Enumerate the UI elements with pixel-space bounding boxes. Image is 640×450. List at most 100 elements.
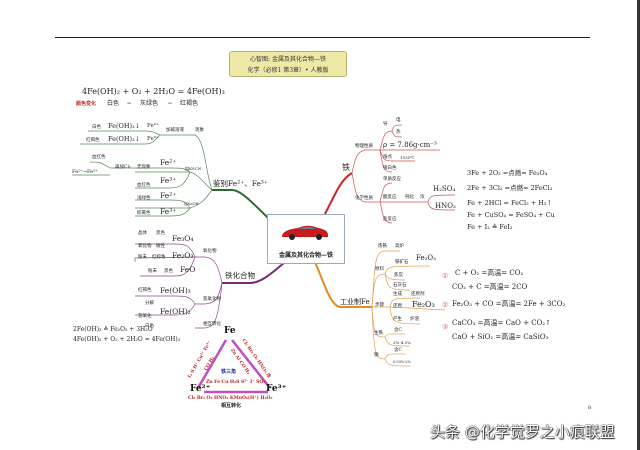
mindmap-text-iron-15: HNO₃ (435, 202, 456, 210)
mindmap-text-top_note-equation: 4Fe(OH)₂ + O₂ + 2H₂O = 4Fe(OH)₃ (82, 87, 225, 96)
mindmap-text-industry-27: CaCO₃ =高温= CaO + CO₂↑ (452, 319, 551, 327)
mindmap-text-industry-6: 焦炭 (394, 273, 403, 278)
mindmap-text-iron-9: 化学性质 (355, 196, 373, 201)
page-edge (637, 0, 640, 450)
mindmap-text-triangle-0: Fe (224, 326, 236, 336)
mindmap-text-compounds-19: 白色 (145, 324, 154, 329)
mindmap-text-industry-2: 高炉 (395, 244, 404, 249)
mindmap-text-compounds-16: 分解 (145, 301, 154, 306)
mindmap-text-industry-18: 钢 (374, 353, 379, 358)
central-topic-label: 金属及其化合物—铁 (278, 252, 333, 259)
mindmap-text-industry-14: 炉渣 (410, 317, 419, 322)
mindmap-text-iron-1: 物理性质 (355, 144, 373, 149)
mindmap-text-identify-4: Fe(OH)₃↓ (108, 135, 141, 143)
mindmap-text-iron-3: 电 (396, 118, 401, 123)
mindmap-text-iron-0: 铁 (342, 163, 350, 172)
mindmap-text-iron-10: 单质反应 (383, 177, 401, 182)
mindmap-text-industry-5: Fe₂O₃ (416, 254, 436, 262)
mindmap-text-compounds-0: 铁化合物 (225, 271, 255, 280)
mindmap-text-identify-12: Fe²⁺ (160, 158, 177, 167)
mindmap-text-identify-16: 浅绿色 (137, 196, 151, 201)
mindmap-text-compounds-10: 粉末 (148, 269, 157, 274)
mindmap-text-industry-10: 还原剂 (411, 292, 425, 297)
mindmap-text-identify-6: 加碱溶液 (166, 128, 184, 133)
mindmap-text-industry-0: 工业制Fe (340, 298, 370, 306)
mindmap-text-identify-0: 白色 (92, 125, 101, 130)
mindmap-text-iron-19: Fe + 2HCl = FeCl₂ + H₂↑ (467, 199, 552, 207)
mindmap-text-industry-7: 石灰石 (393, 283, 407, 288)
mindmap-text-compounds-21: 2Fe(OH)₃ ≜ Fe₂O₃ + 3H₂O (73, 326, 153, 333)
mindmap-text-triangle-3: 铁三角 (221, 369, 237, 375)
central-topic: 金属及其化合物—铁 (267, 214, 345, 264)
mindmap-text-identify-1: Fe(OH)₂↓ (108, 122, 141, 130)
mindmap-text-triangle-1: Fe²⁺ (190, 384, 211, 394)
mindmap-text-identify-13: 加KSCN (185, 166, 202, 171)
mindmap-text-compounds-14: 红褐色 (138, 288, 152, 293)
mindmap-text-identify-21: 鉴别Fe²⁺、Fe³⁺ (213, 179, 268, 188)
mindmap-text-compounds-7: 粉末 (138, 255, 147, 260)
mindmap-text-industry-24: ② (442, 301, 449, 309)
mindmap-text-compounds-15: Fe(OH)₃ (160, 286, 191, 295)
title-line-1: 心智图: 金属及其化合物—铁 (250, 56, 326, 63)
mindmap-text-industry-21: ① (442, 272, 449, 280)
mindmap-text-iron-21: Fe + I₂ ≜ FeI₂ (467, 223, 513, 231)
mindmap-text-identify-10: 再加Cl₂ (115, 165, 131, 170)
mindmap-text-identify-8: 血红色 (92, 155, 106, 160)
mindmap-text-identify-18: 加NaOH (184, 202, 199, 206)
mindmap-text-identify-14: 血红色 (137, 183, 151, 188)
mindmap-text-industry-4: 铁矿石 (395, 260, 409, 265)
mindmap-text-identify-2: Fe²⁺ (147, 123, 159, 129)
mindmap-text-industry-19: 含C (394, 348, 402, 353)
mindmap-text-industry-22: C + O₂ =高温= CO₂ (455, 269, 524, 277)
mindmap-text-industry-9: 生成 (393, 292, 402, 297)
mindmap-text-industry-17: 2%-4.5% (393, 340, 411, 345)
mindmap-text-top_note-arrow: ⇒ (127, 101, 132, 107)
mindmap-text-triangle-2: Fe³⁺ (266, 384, 287, 394)
mindmap-text-industry-28: CaO + SiO₂ =高温= CaSiO₃ (452, 333, 549, 341)
mindmap-text-identify-19: 棕黄色 (137, 211, 151, 216)
mindmap-text-top_note-arrow: ⇒ (168, 101, 173, 107)
watermark: 头条 @化学觉罗之小痕联盟 (430, 423, 615, 441)
mindmap-text-industry-13: 产生 (393, 317, 402, 322)
mindmap-text-iron-18: 2Fe + 3Cl₂ =点燃= 2FeCl₃ (467, 184, 553, 192)
mindmap-text-identify-9: Fe²⁺→Fe³⁺ (72, 169, 98, 175)
mindmap-text-compounds-4: Fe₃O₄ (172, 234, 194, 243)
mindmap-text-top_note-c2: 灰绿色 (140, 100, 159, 107)
mindmap-text-compounds-12: FeO (180, 265, 196, 274)
mindmap-text-identify-5: Fe³⁺ (147, 136, 159, 142)
mindmap-text-iron-6: 熔点 (383, 155, 392, 160)
mindmap-text-iron-14: H₂SO₄ (433, 185, 456, 193)
mindmap-text-compounds-13: 氢氧化物 (203, 297, 221, 302)
mindmap-text-compounds-1: 氧化物 (203, 249, 217, 254)
mindmap-text-industry-25: Fe₂O₃ + CO =高温= 2Fe + 3CO₂ (452, 300, 566, 308)
mindmap-text-identify-3: 红褐色 (86, 138, 100, 143)
mindmap-text-industry-1: 炼铁 (378, 244, 387, 249)
mindmap-text-identify-11: 无现象 (137, 165, 151, 170)
mindmap-text-iron-16: 盐反应 (383, 217, 397, 222)
mindmap-text-identify-15: Fe³⁺ (160, 176, 177, 185)
mindmap-text-identify-7: 现象 (195, 128, 204, 133)
mindmap-text-compounds-11: 黑色 (164, 269, 173, 274)
mindmap-text-industry-11: 还原 (393, 304, 402, 309)
mindmap-text-compounds-2: 晶体 (138, 231, 147, 236)
mindmap-text-iron-20: Fe + CuSO₄ = FeSO₄ + Cu (467, 211, 555, 219)
title-box: 心智图: 金属及其化合物—铁 化学（必修1 第3章）• 人教版 (229, 51, 347, 77)
title-line-2: 化学（必修1 第3章）• 人教版 (247, 67, 329, 74)
mindmap-text-compounds-17: 氢氧化 (138, 314, 152, 319)
mindmap-text-compounds-3: 黑色 (156, 231, 165, 236)
mindmap-text-triangle-5: Cl₂ Br₂ O₂ HNO₃ KMnO₄(H⁺) H₂O₂ (188, 396, 273, 401)
mindmap-text-iron-5: ρ = 7.86g·cm⁻³ (383, 141, 437, 149)
page-number: 8 (588, 405, 592, 411)
mindmap-text-compounds-6: 磁性 (156, 244, 165, 249)
mindmap-text-compounds-18: Fe(OH)₂ (160, 307, 191, 316)
mindmap-text-iron-13: 浓 (420, 195, 425, 200)
mindmap-text-industry-8: 步骤 (375, 303, 384, 308)
mindmap-text-industry-16: 含C (394, 328, 402, 333)
car-image (282, 225, 328, 240)
mindmap-text-triangle-6: 相互转化 (221, 403, 242, 409)
mindmap-text-industry-15: 生铁 (374, 331, 383, 336)
mindmap-text-compounds-8: 红棕色 (152, 255, 166, 260)
mindmap-text-industry-12: Fe₂O₃ (412, 300, 435, 309)
